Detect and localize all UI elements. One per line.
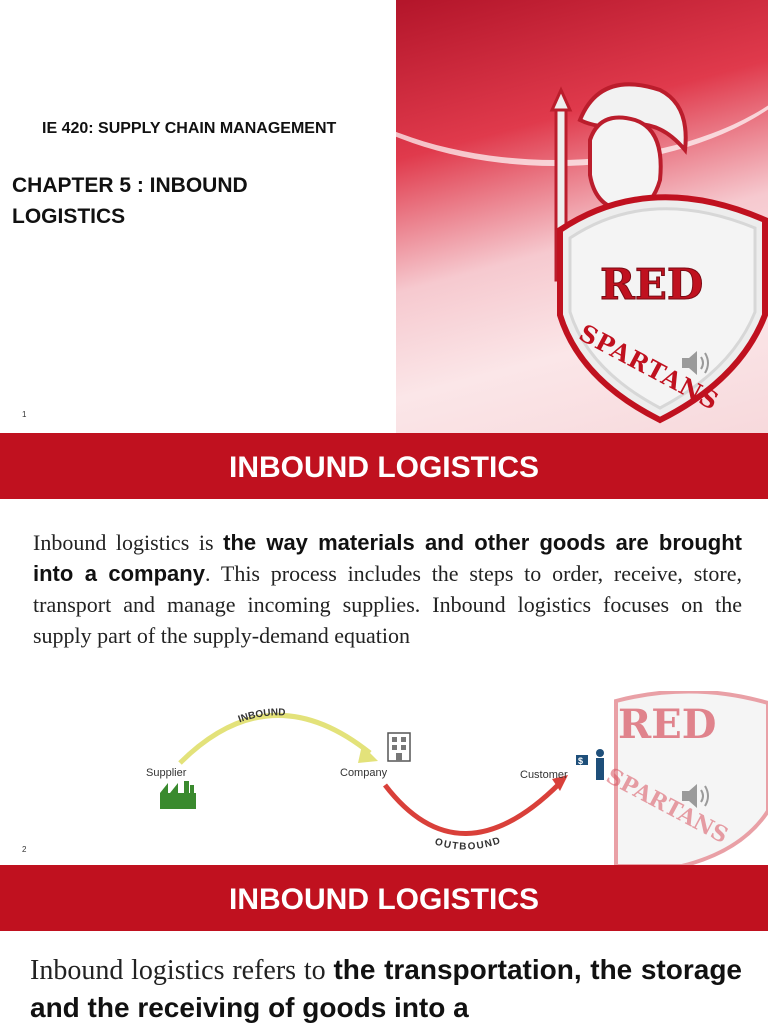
course-title: IE 420: SUPPLY CHAIN MANAGEMENT (42, 120, 337, 137)
customer-icon: $ (576, 749, 604, 780)
speaker-icon[interactable] (680, 348, 714, 378)
logo-text-red: RED (599, 260, 704, 310)
outbound-arrow (383, 781, 562, 836)
company-label: Company (340, 767, 388, 779)
red-spartans-logo (549, 82, 768, 424)
slide-3-paragraph: Inbound logistics refers to the transpor… (30, 951, 742, 1024)
slide-3-title: INBOUND LOGISTICS (0, 865, 768, 931)
s3-para-text-1: Inbound logistics refers to (30, 955, 334, 986)
para-bold-1: the way materials and other goods are br… (33, 530, 742, 586)
faded-logo-text-red: RED (618, 701, 717, 748)
outbound-label: OUTBOUND (433, 836, 501, 853)
slide-3: INBOUND LOGISTICS Inbound logistics refe… (0, 865, 768, 1024)
s3-para-bold-1: the transportation, the storage and the … (30, 954, 743, 1023)
inbound-arrow (178, 713, 372, 765)
red-spartans-logo-faded (614, 691, 768, 865)
inbound-label: INBOUND (237, 707, 286, 725)
factory-icon (160, 781, 196, 809)
svg-text:$: $ (578, 756, 583, 766)
slide-2: INBOUND LOGISTICS Inbound logistics is t… (0, 433, 768, 865)
inbound-outbound-diagram: INBOUND OUTBOUND Supplier Company Custom… (146, 707, 604, 853)
slide-2-title: INBOUND LOGISTICS (0, 433, 768, 499)
slide-2-paragraph: Inbound logistics is the way materials a… (33, 527, 742, 651)
para-text-1: Inbound logistics is (33, 530, 224, 555)
customer-label: Customer (520, 769, 568, 781)
speaker-icon-2[interactable] (680, 781, 714, 811)
page-number: 1 (22, 410, 27, 419)
page-number-2: 2 (22, 845, 27, 854)
building-icon (387, 732, 411, 762)
para-text-2: . This process includes the steps to ord… (33, 561, 743, 648)
chapter-title: CHAPTER 5 : INBOUND LOGISTICS (12, 174, 248, 228)
slide-1: IE 420: SUPPLY CHAIN MANAGEMENT CHAPTER … (0, 0, 768, 433)
supplier-label: Supplier (146, 767, 187, 779)
